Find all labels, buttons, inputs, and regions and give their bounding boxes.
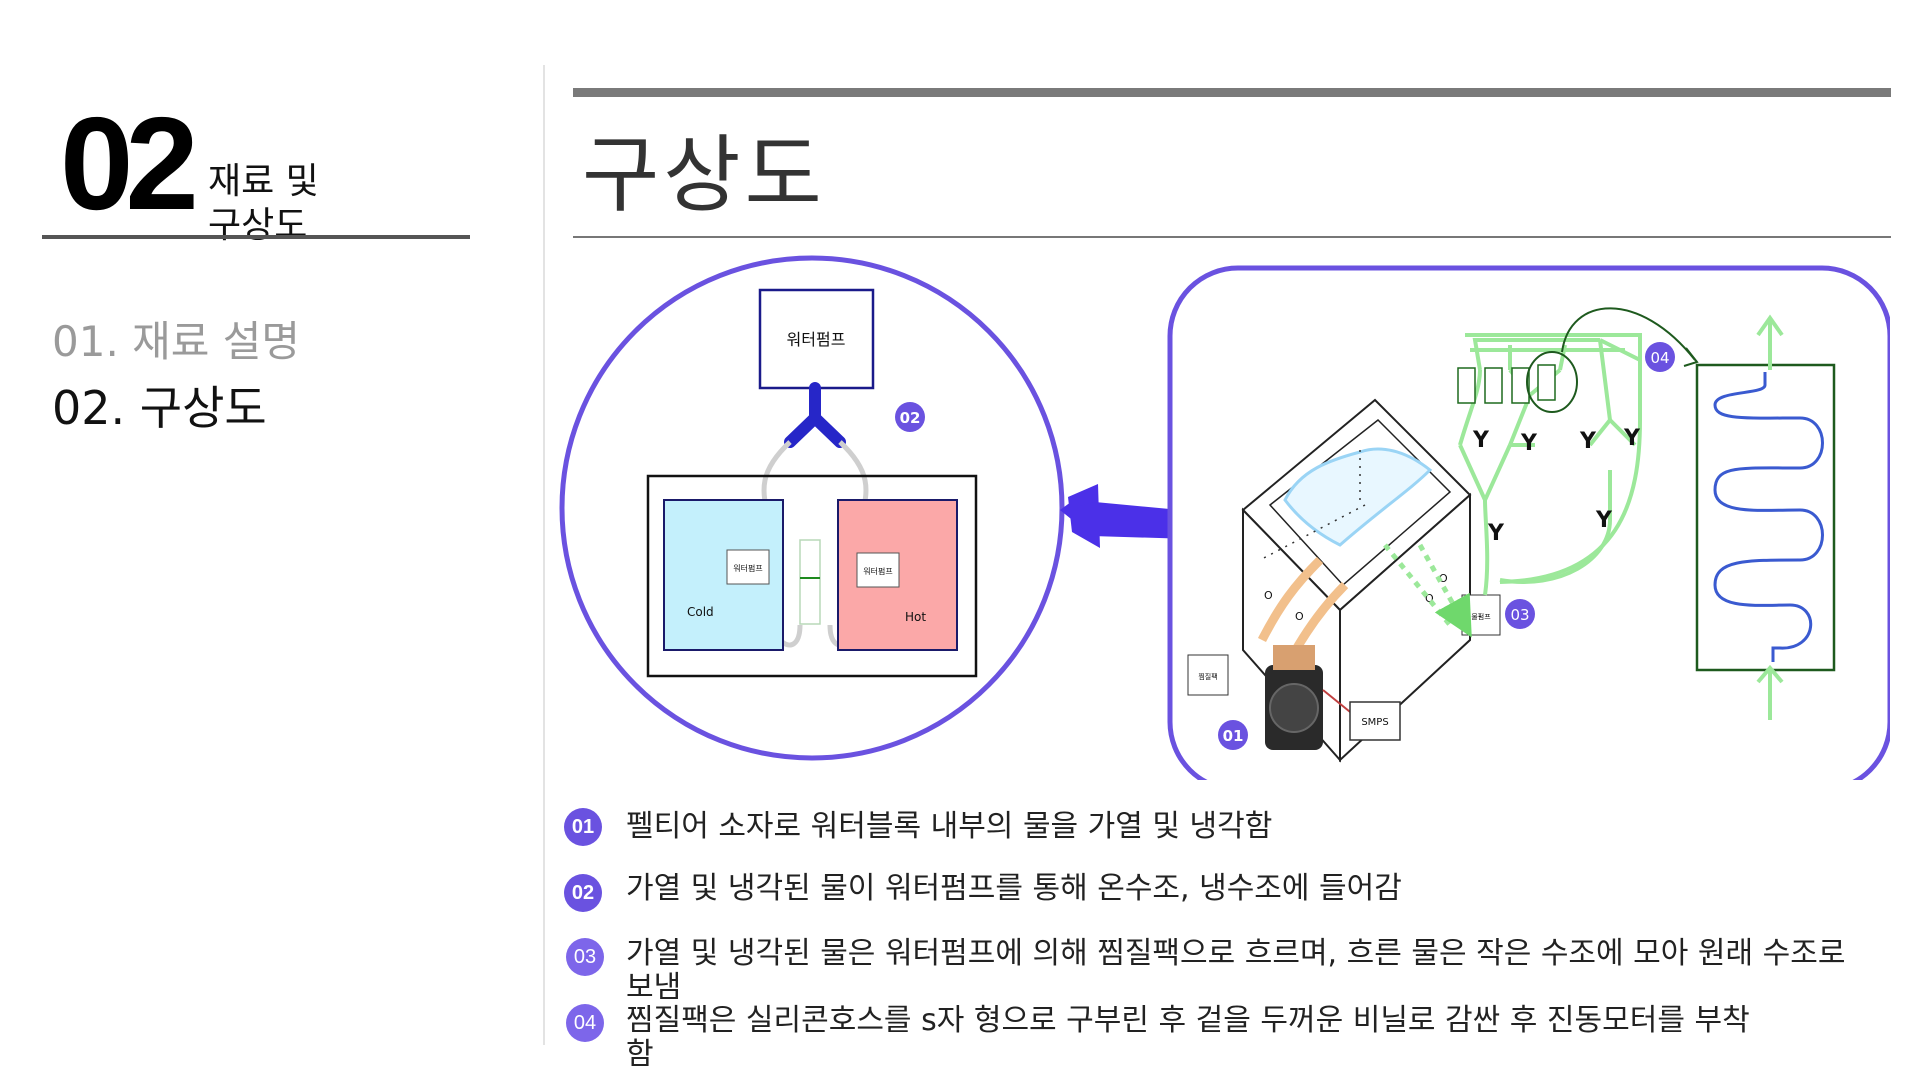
svg-text:Y: Y (1472, 428, 1490, 453)
svg-text:O: O (1295, 610, 1304, 623)
hot-pump-box (856, 552, 900, 588)
pack-4 (1537, 364, 1556, 401)
y-splitter (784, 382, 846, 448)
toc-item-concept-diagram[interactable]: 02. 구상도 (52, 381, 267, 435)
hot-label: Hot (905, 610, 926, 624)
svg-text:O: O (1425, 592, 1434, 605)
badge-02 (895, 402, 925, 432)
svg-text:Y: Y (1520, 431, 1538, 456)
legend-text-01: 펠티어 소자로 워터블록 내부의 물을 가열 및 냉각함 (626, 809, 1273, 844)
svg-text:Y: Y (1595, 508, 1613, 533)
legend-text-02: 가열 및 냉각된 물이 워터펌프를 통해 온수조, 냉수조에 들어감 (626, 871, 1402, 906)
svg-text:04: 04 (1650, 349, 1669, 367)
legend-text-04: 찜질팩은 실리콘호스를 s자 형으로 구부린 후 겉을 두꺼운 비닐로 감싼 후… (626, 1003, 1750, 1072)
legend-badge-01: 01 (564, 808, 602, 846)
section-divider (42, 235, 470, 239)
svg-text:O: O (1264, 589, 1273, 602)
svg-text:워터펌프: 워터펌프 (733, 563, 762, 573)
svg-text:Y: Y (1623, 426, 1641, 451)
legend-text-03: 가열 및 냉각된 물은 워터펌프에 의해 찜질팩으로 흐르며, 흐른 물은 작은… (626, 936, 1846, 1005)
splitter-labels: Y Y Y Y Y Y (1472, 426, 1641, 546)
svg-text:02: 02 (900, 409, 921, 427)
right-system-panel: O O O O 찜질팩 SMPS 물펌프 (1167, 265, 1890, 780)
pack-1 (1457, 367, 1476, 404)
badge-01 (1218, 720, 1248, 750)
water-block-box: O O O O (1241, 398, 1472, 763)
svg-text:Y: Y (1487, 521, 1505, 546)
toc-item-materials[interactable]: 01. 재료 설명 (52, 317, 301, 366)
svg-text:O: O (1439, 572, 1448, 585)
svg-text:찜질팩: 찜질팩 (1198, 672, 1217, 681)
cold-label: Cold (687, 605, 714, 619)
svg-text:03: 03 (1510, 606, 1529, 624)
section-number: 02 (60, 90, 199, 237)
concept-diagram: 워터펌프 Cold 워터펌프 Hot 워터펌프 02 (559, 255, 1890, 780)
middle-tube (799, 539, 821, 625)
vertical-divider (543, 65, 545, 1045)
title-divider (573, 236, 1891, 238)
page-title: 구상도 (582, 126, 826, 224)
cold-pump-box (726, 549, 770, 585)
legend-badge-04: 04 (566, 1004, 604, 1042)
smps-box (1349, 701, 1401, 741)
svg-text:물펌프: 물펌프 (1471, 612, 1491, 621)
highlight-circle (1526, 351, 1578, 413)
svg-text:SMPS: SMPS (1361, 717, 1388, 728)
badge-03 (1505, 599, 1535, 629)
tank-frame (646, 474, 978, 678)
legend-badge-02: 02 (564, 874, 602, 912)
legend-badge-03: 03 (566, 938, 604, 976)
header-bar (573, 88, 1891, 97)
curved-pointer (1561, 307, 1696, 361)
left-circle-detail: 워터펌프 Cold 워터펌프 Hot 워터펌프 02 (559, 255, 1065, 761)
pack-2 (1484, 367, 1503, 404)
badge-04 (1645, 342, 1675, 372)
hose-tree (1458, 333, 1642, 596)
section-title: 재료 및 구상도 (208, 161, 319, 246)
svg-text:01: 01 (1223, 727, 1244, 745)
heat-pack-coil (1695, 314, 1836, 720)
svg-text:워터펌프: 워터펌프 (863, 566, 892, 576)
svg-text:Y: Y (1579, 429, 1597, 454)
water-pump-label: 워터펌프 (787, 330, 846, 349)
pack-pump-box (1187, 654, 1229, 696)
pack-3 (1511, 367, 1530, 404)
